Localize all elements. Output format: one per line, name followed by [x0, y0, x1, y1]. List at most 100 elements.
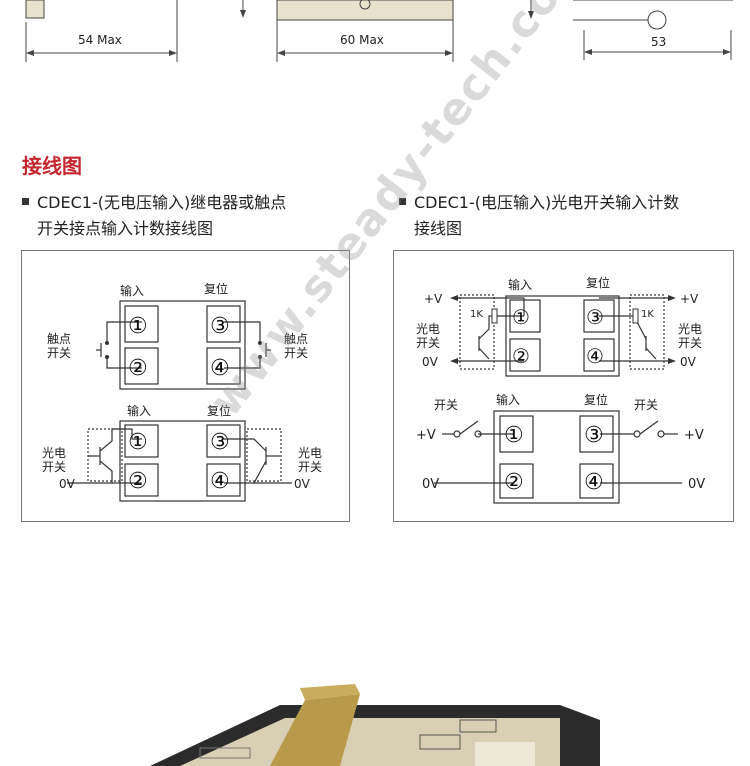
- terminal-2-box: [509, 338, 541, 372]
- label-1k-right: 1K: [641, 309, 654, 320]
- label-input-bottom: 输入: [496, 392, 520, 407]
- label-reset-bottom: 复位: [207, 403, 231, 418]
- label-input-top: 输入: [508, 277, 532, 292]
- arrow: [26, 50, 34, 56]
- relay-body: [180, 718, 560, 766]
- terminal-3-label: ③: [584, 423, 604, 448]
- terminal-1-label: ①: [128, 314, 148, 339]
- arrow: [450, 295, 458, 301]
- terminal-3-box: [206, 305, 241, 343]
- switch-contact: [453, 430, 461, 438]
- terminal-1-box: [124, 305, 159, 343]
- arrow: [450, 358, 458, 364]
- terminal-3-box: [206, 424, 241, 458]
- label-0v-bottom-left: 0V: [422, 477, 439, 492]
- relay-block-top: [505, 295, 620, 377]
- label-plus-v-left: +V: [424, 292, 443, 306]
- wire: [99, 460, 142, 484]
- wire: [599, 315, 647, 340]
- label-reset-bottom: 复位: [584, 392, 608, 407]
- terminal-4-label: ④: [586, 344, 604, 368]
- terminal-2-box: [124, 347, 159, 385]
- relay-block-bottom: [119, 420, 246, 502]
- label-photo-left-1: 光电: [42, 446, 66, 460]
- arrow: [668, 295, 676, 301]
- arrow: [668, 358, 676, 364]
- left-desc-line2: 开关接点输入计数接线图: [37, 219, 214, 238]
- wire: [99, 428, 142, 452]
- left-wiring-panel: 输入 复位 触点 开关 触点 开关 输入 复位 光电 开关 0V 光电 开关 0…: [21, 250, 350, 522]
- dim-label-53: 53: [651, 35, 667, 49]
- terminal-2-box: [124, 463, 159, 497]
- switch-contact: [633, 430, 641, 438]
- label-0v-left: 0V: [422, 355, 439, 369]
- label-plus-v-bottom-left: +V: [416, 428, 436, 443]
- label-photo-right-1: 光电: [298, 446, 322, 460]
- terminal-2-label: ②: [512, 344, 530, 368]
- mount-hole: [647, 10, 667, 30]
- label-photo-right-2: 开关: [678, 336, 702, 350]
- dim-label-60: 60 Max: [340, 33, 384, 47]
- label-photo-left-2: 开关: [416, 336, 440, 350]
- side-view-body: [25, 0, 45, 19]
- label-photo-right-2: 开关: [298, 460, 322, 474]
- switch-contact: [657, 430, 665, 438]
- label-photo-right-1: 光电: [678, 322, 702, 336]
- label-plus-v-right: +V: [680, 292, 699, 306]
- photo-switch-right-box: [629, 294, 665, 370]
- right-wiring-diagram: 输入 复位 +V +V 1K 1K 光电 开关 光电 开关 0V 0V 开关 输…: [416, 275, 705, 504]
- wire: [224, 357, 261, 369]
- wire: [106, 321, 142, 343]
- terminal-4-label: ④: [210, 469, 230, 494]
- wire: [106, 357, 142, 369]
- product-photo: [150, 684, 600, 766]
- mounting-bracket: [270, 694, 360, 766]
- label-photo-left-2: 开关: [42, 460, 66, 474]
- label-input-bottom: 输入: [127, 403, 151, 418]
- front-view-body: [276, 0, 454, 21]
- wire: [224, 438, 267, 452]
- photo-switch-left-box: [459, 294, 495, 370]
- terminal-1-box: [124, 424, 159, 458]
- photo-switch-right-box: [246, 428, 282, 482]
- terminal-4-box: [583, 338, 615, 372]
- right-description: CDEC1-(电压输入)光电开关输入计数 接线图: [399, 190, 749, 242]
- section-title: 接线图: [22, 154, 82, 178]
- label-reset-top: 复位: [204, 281, 228, 296]
- wire: [478, 347, 490, 360]
- label-photo-left-1: 光电: [416, 322, 440, 336]
- right-desc-line2: 接线图: [414, 219, 463, 238]
- label-0v-bottom-right: 0V: [688, 477, 705, 492]
- label-contact-left-2: 开关: [47, 346, 71, 360]
- terminal-4-box: [206, 463, 241, 497]
- relay-block-bottom: [493, 410, 620, 504]
- arrow: [277, 50, 285, 56]
- bullet-square-icon: [399, 198, 406, 205]
- arrow: [723, 49, 731, 55]
- terminal-3-label: ③: [210, 314, 230, 339]
- resistor-right: [632, 308, 639, 324]
- left-wiring-diagram: 输入 复位 触点 开关 触点 开关 输入 复位 光电 开关 0V 光电 开关 0…: [42, 281, 322, 502]
- left-desc-line1: CDEC1-(无电压输入)继电器或触点: [37, 193, 287, 212]
- contact-dot: [105, 355, 109, 359]
- label-reset-top: 复位: [586, 275, 610, 290]
- label-plate: [419, 734, 461, 750]
- arrow: [528, 11, 534, 19]
- terminal-2-label: ②: [504, 470, 524, 495]
- wire: [645, 347, 657, 360]
- terminal-1-label: ①: [128, 430, 148, 455]
- terminal-4-label: ④: [584, 470, 604, 495]
- label-switch-bottom-left: 开关: [434, 398, 458, 412]
- terminal-1-label: ①: [512, 305, 530, 329]
- terminal-1-label: ①: [504, 423, 524, 448]
- front-plate: [475, 742, 535, 766]
- arrow: [240, 10, 246, 18]
- contact-dot: [105, 341, 109, 345]
- resistor-left: [491, 308, 498, 324]
- label-contact-right-1: 触点: [284, 332, 308, 346]
- terminal-4-box: [206, 347, 241, 385]
- wire: [224, 321, 261, 343]
- arrow: [584, 49, 592, 55]
- bullet-square-icon: [22, 198, 29, 205]
- right-wiring-panel: 输入 复位 +V +V 1K 1K 光电 开关 光电 开关 0V 0V 开关 输…: [393, 250, 734, 522]
